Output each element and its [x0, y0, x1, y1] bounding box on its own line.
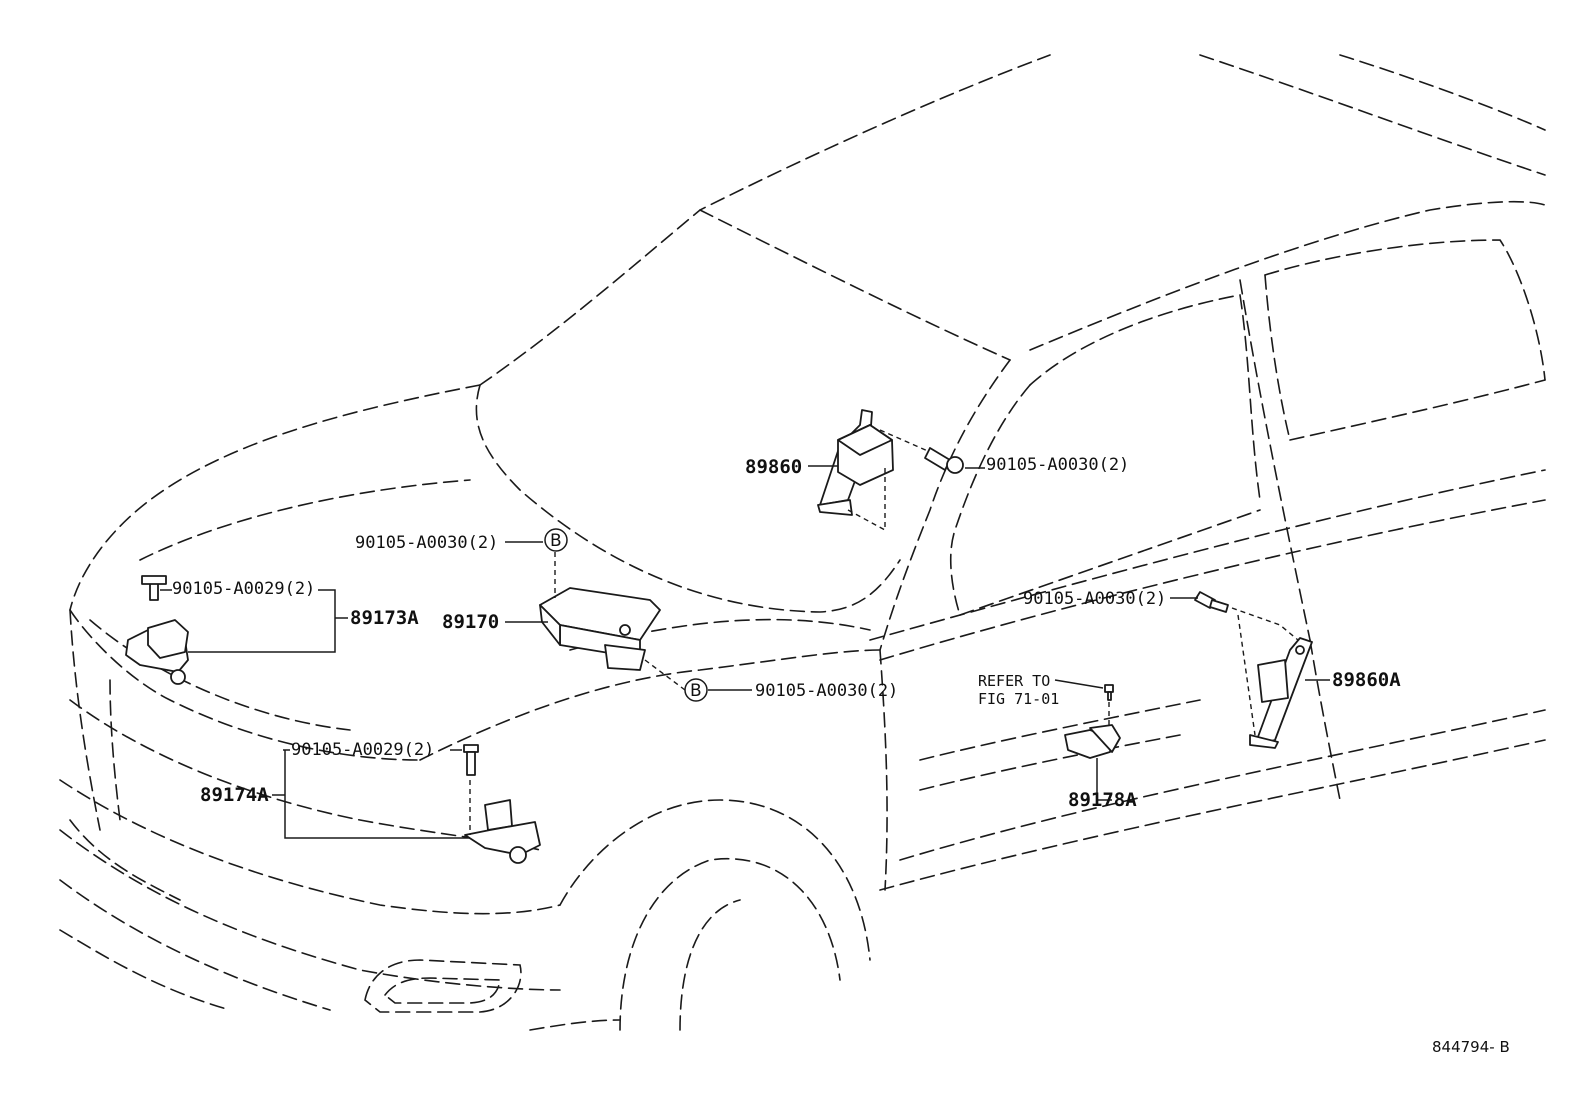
part-89174a-sensor [463, 744, 541, 864]
part-89178a-sensor [1064, 684, 1121, 759]
bolt-label-89860: 90105-A0030(2) [986, 455, 1129, 475]
marker-b-bottom-label: B [690, 681, 702, 701]
bolt-icon [924, 447, 964, 474]
figure-id: 844794- B [1432, 1038, 1510, 1056]
marker-b-bottom [684, 678, 708, 702]
part-89860a-sensor [1249, 637, 1313, 749]
part-89170-ecu [539, 587, 661, 671]
refer-line-1: REFER TO [978, 672, 1050, 690]
part-label-89178a: 89178A [1068, 789, 1137, 811]
bolt-label-89174a: 90105-A0029(2) [291, 740, 434, 760]
bolt-label-89170-bottom: 90105-A0030(2) [755, 681, 898, 701]
part-label-89860a: 89860A [1332, 669, 1401, 691]
part-89860-sensor [817, 409, 931, 532]
bolt-label-89860a: 90105-A0030(2) [1023, 589, 1166, 609]
part-label-89860: 89860 [745, 456, 802, 478]
car-outline [59, 54, 1546, 1031]
part-label-89170: 89170 [442, 611, 499, 633]
part-label-89173a: 89173A [350, 607, 419, 629]
bolt-label-89170-top: 90105-A0030(2) [355, 533, 498, 553]
bolt-icon [1194, 591, 1229, 613]
part-89173a-sensor [125, 575, 189, 685]
marker-b-top-label: B [550, 531, 562, 551]
part-label-89174a: 89174A [200, 784, 269, 806]
bolt-label-89173a: 90105-A0029(2) [172, 579, 315, 599]
refer-line-2: FIG 71-01 [978, 690, 1059, 708]
marker-b-top [544, 528, 568, 552]
